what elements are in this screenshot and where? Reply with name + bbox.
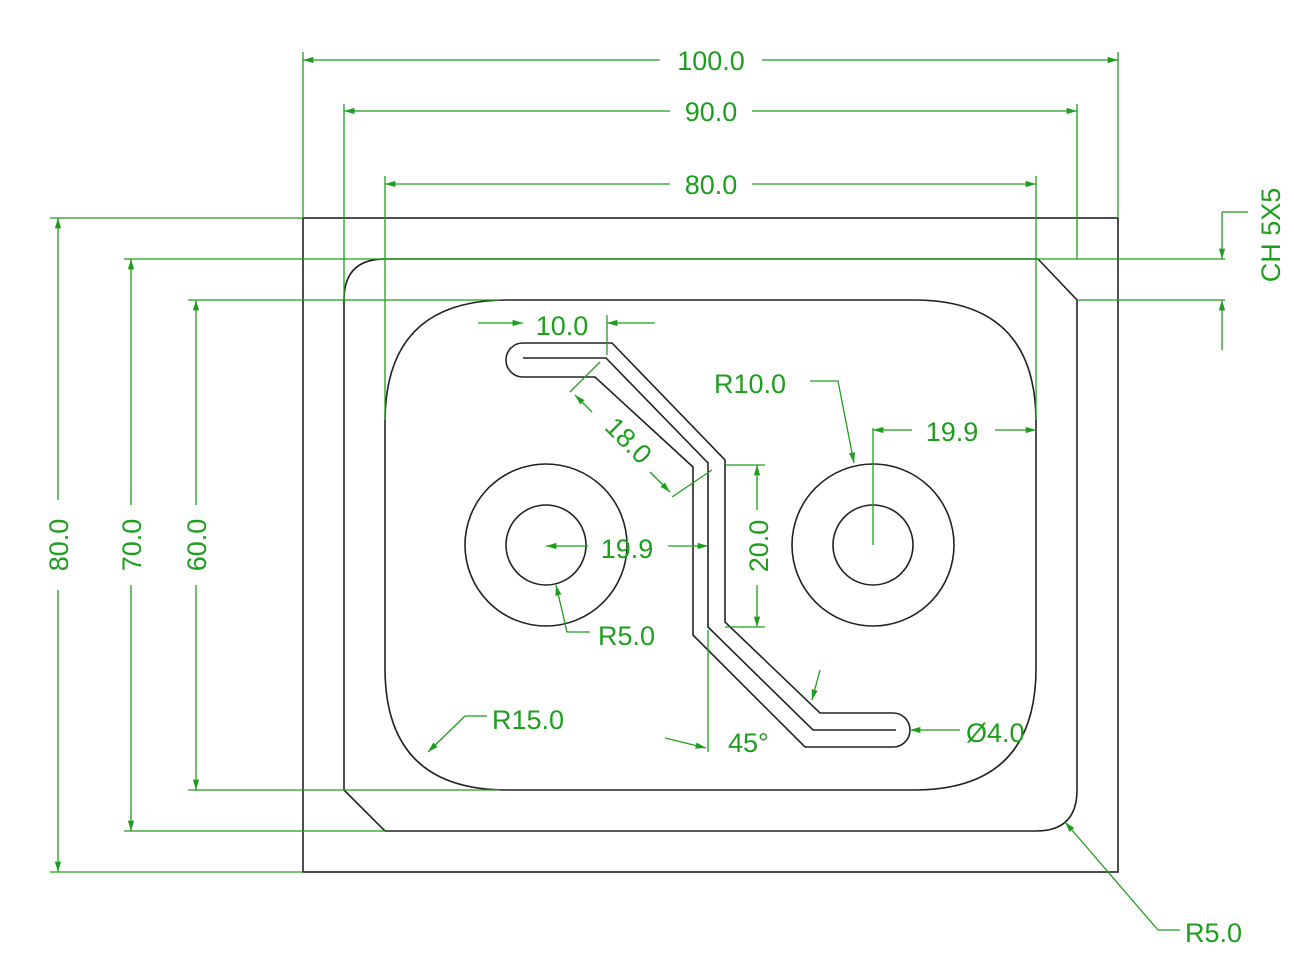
dim-height-70: 70.0 xyxy=(117,258,1225,832)
dim-right-offset: 19.9 xyxy=(872,417,1036,545)
slot-centerline xyxy=(523,357,896,731)
dim-label: 10.0 xyxy=(536,311,589,341)
middle-step-outline xyxy=(343,258,1078,832)
dim-label: 100.0 xyxy=(677,46,745,76)
left-boss-outer xyxy=(464,463,628,627)
dim-width-90: 90.0 xyxy=(343,97,1078,300)
dim-label: 80.0 xyxy=(685,170,738,200)
dim-left-radius: R5.0 xyxy=(555,584,655,651)
slot-outline xyxy=(505,342,911,748)
dim-width-100: 100.0 xyxy=(302,46,1119,218)
dim-left-offset: 19.9 xyxy=(546,534,708,564)
outer-plate xyxy=(302,217,1119,873)
dim-slot-top: 10.0 xyxy=(478,311,655,355)
dim-label: 19.9 xyxy=(926,417,979,447)
dim-slot-diagonal: 18.0 xyxy=(569,361,713,498)
dim-label: 90.0 xyxy=(685,97,738,127)
dim-chamfer: CH 5X5 xyxy=(1077,188,1286,350)
dim-label: R5.0 xyxy=(598,621,655,651)
dim-label: 45° xyxy=(728,728,769,758)
dim-label: 80.0 xyxy=(44,519,74,572)
dim-slot-vertical: 20.0 xyxy=(725,464,774,628)
dim-right-radius: R10.0 xyxy=(714,369,856,464)
dim-label: 20.0 xyxy=(744,520,774,573)
dim-height-60: 60.0 xyxy=(182,299,500,791)
dim-label: R10.0 xyxy=(714,369,786,399)
dim-label: 60.0 xyxy=(182,519,212,572)
inner-pocket-outline xyxy=(384,299,1037,791)
dim-label: CH 5X5 xyxy=(1256,188,1286,283)
dim-label: 70.0 xyxy=(117,519,147,572)
dim-inner-radius: R15.0 xyxy=(427,705,564,753)
dim-angle: 45° xyxy=(664,630,769,758)
dim-label: Ø4.0 xyxy=(966,718,1025,748)
dim-width-80: 80.0 xyxy=(384,170,1037,420)
dim-label: R5.0 xyxy=(1185,918,1242,948)
dim-slot-width: Ø4.0 xyxy=(811,669,1025,748)
left-hole xyxy=(505,504,587,586)
dim-label: R15.0 xyxy=(492,705,564,735)
dim-height-80: 80.0 xyxy=(44,217,303,873)
dim-label: 19.9 xyxy=(601,534,654,564)
dim-label: 18.0 xyxy=(599,411,657,469)
dim-outer-radius: R5.0 xyxy=(1064,821,1242,948)
